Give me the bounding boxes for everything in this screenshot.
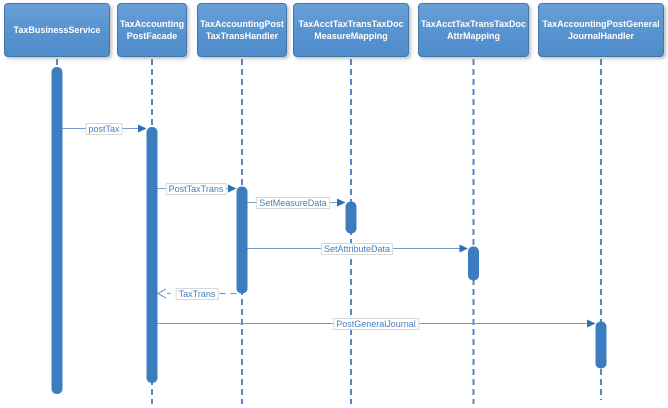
arrowhead-set-measure-data-icon <box>337 198 346 207</box>
activation-tax-accounting-post-facade <box>146 127 158 383</box>
arrowhead-post-tax-icon <box>138 124 147 133</box>
activation-tax-accounting-post-general-journal-handler <box>595 321 607 369</box>
activation-tax-acct-tax-trans-tax-doc-measure-mapping <box>345 201 357 234</box>
message-label-set-measure-data: SetMeasureData <box>256 197 330 209</box>
arrowhead-post-tax-trans-icon <box>228 184 237 193</box>
arrowhead-tax-trans-return-icon <box>156 288 167 299</box>
arrowhead-post-general-journal-icon <box>587 319 596 328</box>
message-label-post-tax: postTax <box>85 123 123 135</box>
lifeline-header-tax-acct-tax-trans-tax-doc-attr-mapping: TaxAcctTaxTransTaxDoc AttrMapping <box>418 3 529 57</box>
arrowhead-set-attribute-data-icon <box>459 244 468 253</box>
lifeline-header-tax-accounting-post-facade: TaxAccounting PostFacade <box>117 3 187 57</box>
activation-tax-accounting-post-tax-trans-handler <box>236 186 248 294</box>
lifeline-header-tax-accounting-post-general-journal-handler: TaxAccountingPostGeneral JournalHandler <box>538 3 664 57</box>
lifeline-header-tax-acct-tax-trans-tax-doc-measure-mapping: TaxAcctTaxTransTaxDoc MeasureMapping <box>293 3 409 57</box>
message-label-tax-trans: TaxTrans <box>175 288 219 300</box>
activation-tax-business-service <box>51 67 63 394</box>
lifeline-header-tax-accounting-post-tax-trans-handler: TaxAccountingPost TaxTransHandler <box>197 3 287 57</box>
message-label-post-general-journal: PostGeneralJournal <box>333 318 419 330</box>
activation-tax-acct-tax-trans-tax-doc-attr-mapping <box>468 246 479 281</box>
message-label-set-attribute-data: SetAttributeData <box>320 243 394 255</box>
lifeline-header-tax-business-service: TaxBusinessService <box>4 3 110 57</box>
message-label-post-tax-trans: PostTaxTrans <box>165 183 227 195</box>
